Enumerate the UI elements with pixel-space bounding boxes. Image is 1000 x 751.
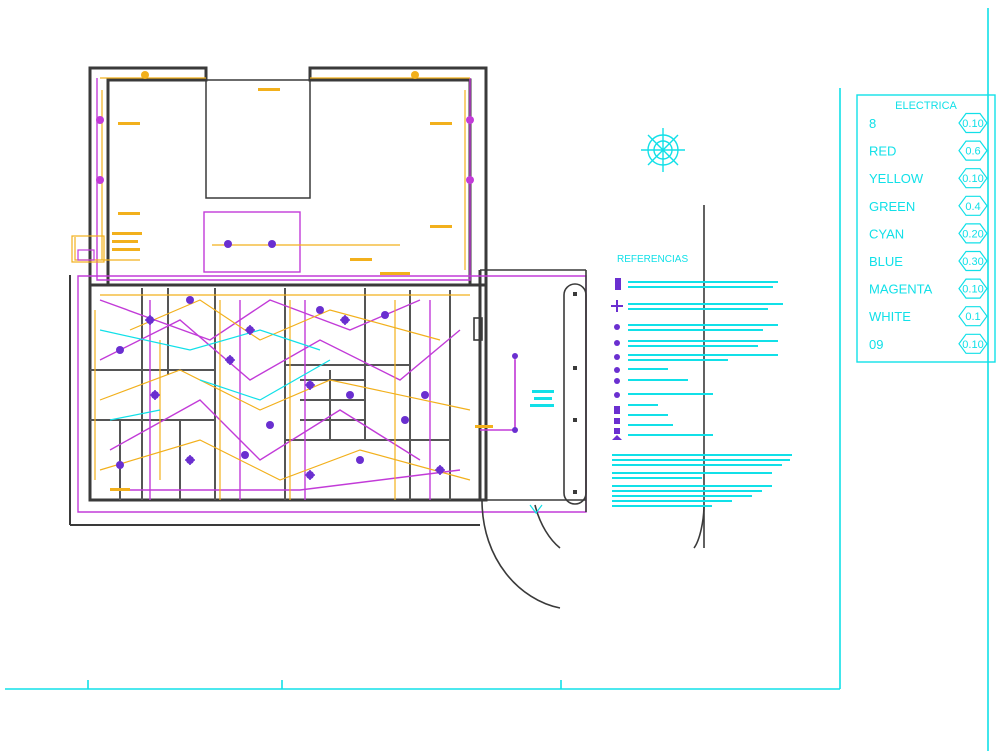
legend-layer-name: GREEN xyxy=(869,199,915,214)
yellow-wiring xyxy=(74,77,471,500)
legend-layer-name: 8 xyxy=(869,116,876,131)
legend-line-weight: 0.10 xyxy=(962,339,983,351)
legend-line-weight: 0.6 xyxy=(965,146,980,158)
legend-weight-hexagon xyxy=(958,112,988,134)
exterior-elements xyxy=(473,205,705,609)
legend-weight-hexagon xyxy=(958,278,988,299)
legend-line-weight: 0.10 xyxy=(962,118,983,130)
legend-line-weight: 0.1 xyxy=(965,311,980,323)
references-title: REFERENCIAS xyxy=(617,254,688,265)
legend-layer-name: RED xyxy=(869,144,896,159)
legend-weight-hexagon xyxy=(958,333,988,354)
fixture-crosses xyxy=(145,315,445,480)
legend-weight-hexagon xyxy=(958,250,988,272)
legend-frame xyxy=(856,94,996,363)
legend-weight-hexagon xyxy=(958,223,988,244)
ramp-marks xyxy=(573,292,577,494)
legend-title: ELECTRICA xyxy=(895,100,957,112)
legend-line-weight: 0.30 xyxy=(962,256,983,268)
legend-weight-hexagon xyxy=(958,168,988,189)
legend-layer-name: CYAN xyxy=(869,226,904,241)
cyan-feeders xyxy=(99,329,331,421)
legend-line-weight: 0.4 xyxy=(965,201,980,213)
legend-line-weight: 0.10 xyxy=(962,284,983,296)
building-walls xyxy=(69,66,488,526)
plan-annotations xyxy=(110,88,493,491)
electrical-panel xyxy=(71,235,105,263)
legend-layer-name: BLUE xyxy=(869,254,903,269)
legend-weight-hexagon xyxy=(958,140,988,161)
legend-line-weight: 0.20 xyxy=(962,228,983,240)
legend-layer-name: 09 xyxy=(869,337,883,352)
legend-weight-hexagon xyxy=(958,195,988,216)
exterior-circuit xyxy=(512,353,554,514)
legend-layer-name: MAGENTA xyxy=(869,282,933,297)
north-arrow-icon xyxy=(641,128,685,172)
legend-line-weight: 0.10 xyxy=(962,173,983,185)
sheet-frame xyxy=(5,8,989,751)
legend-layer-name: YELLOW xyxy=(869,171,924,186)
legend-layer-name: WHITE xyxy=(869,309,911,324)
legend-weight-hexagon xyxy=(958,306,988,327)
references-block: REFERENCIAS xyxy=(611,254,792,507)
